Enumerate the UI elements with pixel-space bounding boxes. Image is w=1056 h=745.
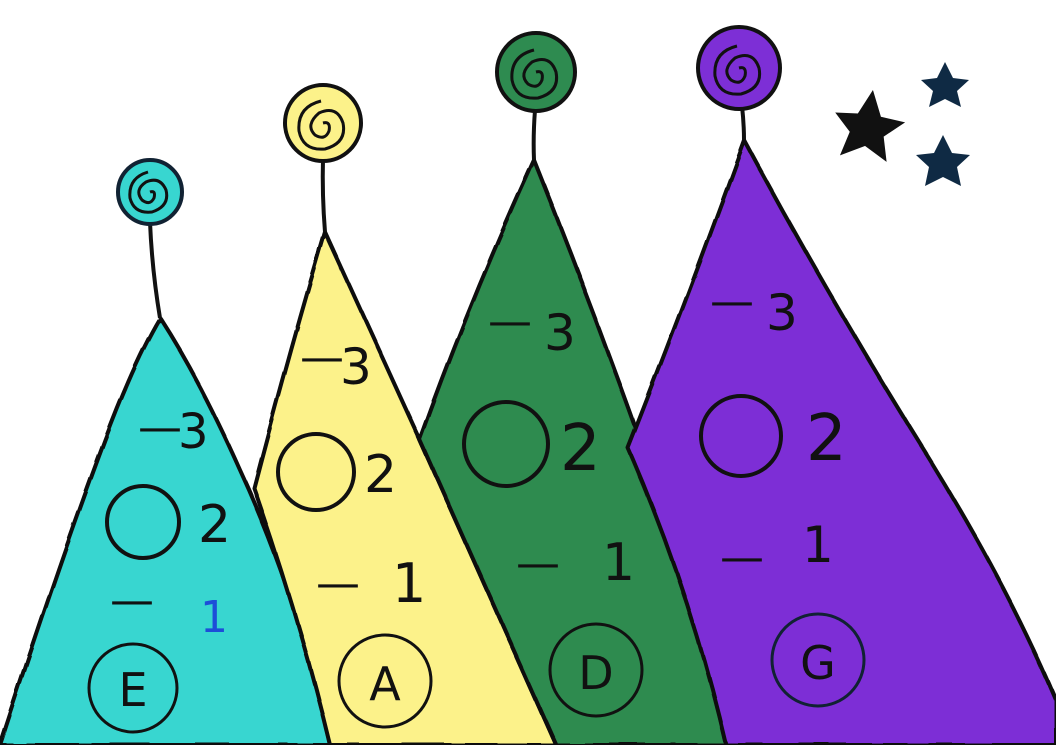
fret-line-bottom-dash: — xyxy=(316,558,360,609)
fret-line-top-dash: — xyxy=(138,402,182,453)
note-letter: D xyxy=(578,646,613,700)
note-circle xyxy=(87,642,179,734)
fret-line-top-dash: — xyxy=(300,332,344,383)
ornament-string xyxy=(531,109,537,161)
ornament-string xyxy=(740,105,746,141)
fret-middle-number: 2 xyxy=(560,412,601,486)
tree-purple: — 3 2 — 1 G xyxy=(626,25,1056,745)
fret-top-number: 3 xyxy=(340,338,372,396)
open-string-circle xyxy=(699,394,783,478)
note-circle xyxy=(337,633,433,729)
fret-line-bottom-dash: — xyxy=(110,575,154,626)
star-icon xyxy=(916,135,970,186)
spiral-ornament-icon xyxy=(283,83,363,163)
fret-bottom-number: 1 xyxy=(200,592,228,643)
fret-line-top-dash: — xyxy=(488,296,532,347)
tree-yellow: — 3 2 — 1 A xyxy=(252,83,558,745)
tree-green: — 3 2 — 1 D xyxy=(418,31,728,745)
star-icon xyxy=(835,89,906,162)
fret-line-bottom-dash: — xyxy=(720,532,764,583)
fret-top-number: 3 xyxy=(544,304,576,362)
ornament-string xyxy=(148,221,162,319)
note-letter: G xyxy=(800,636,836,690)
open-string-circle xyxy=(276,432,356,512)
ornament-string xyxy=(320,157,327,233)
open-string-circle xyxy=(462,400,550,488)
open-string-circle xyxy=(105,484,181,560)
fret-middle-number: 2 xyxy=(198,495,231,555)
fret-bottom-number: 1 xyxy=(602,533,635,593)
fret-top-number: 3 xyxy=(178,404,209,460)
fret-bottom-number: 1 xyxy=(392,552,426,615)
fret-line-top-dash: — xyxy=(710,276,754,327)
fret-line-bottom-dash: — xyxy=(516,538,560,589)
stars-group xyxy=(835,62,970,186)
fret-bottom-number: 1 xyxy=(802,516,834,574)
fret-top-number: 3 xyxy=(766,284,798,342)
tree-body xyxy=(626,138,1056,745)
spiral-ornament-icon xyxy=(116,158,184,226)
tree-body xyxy=(252,230,558,745)
tree-teal: — 3 2 — 1 E xyxy=(0,158,332,745)
note-letter: A xyxy=(369,657,401,711)
star-icon xyxy=(921,62,969,107)
fret-middle-number: 2 xyxy=(364,445,397,505)
note-circle xyxy=(770,612,866,708)
note-letter: E xyxy=(118,663,147,717)
spiral-ornament-icon xyxy=(696,25,782,111)
fret-middle-number: 2 xyxy=(806,402,847,476)
note-circle xyxy=(548,622,644,718)
spiral-ornament-icon xyxy=(495,31,577,113)
